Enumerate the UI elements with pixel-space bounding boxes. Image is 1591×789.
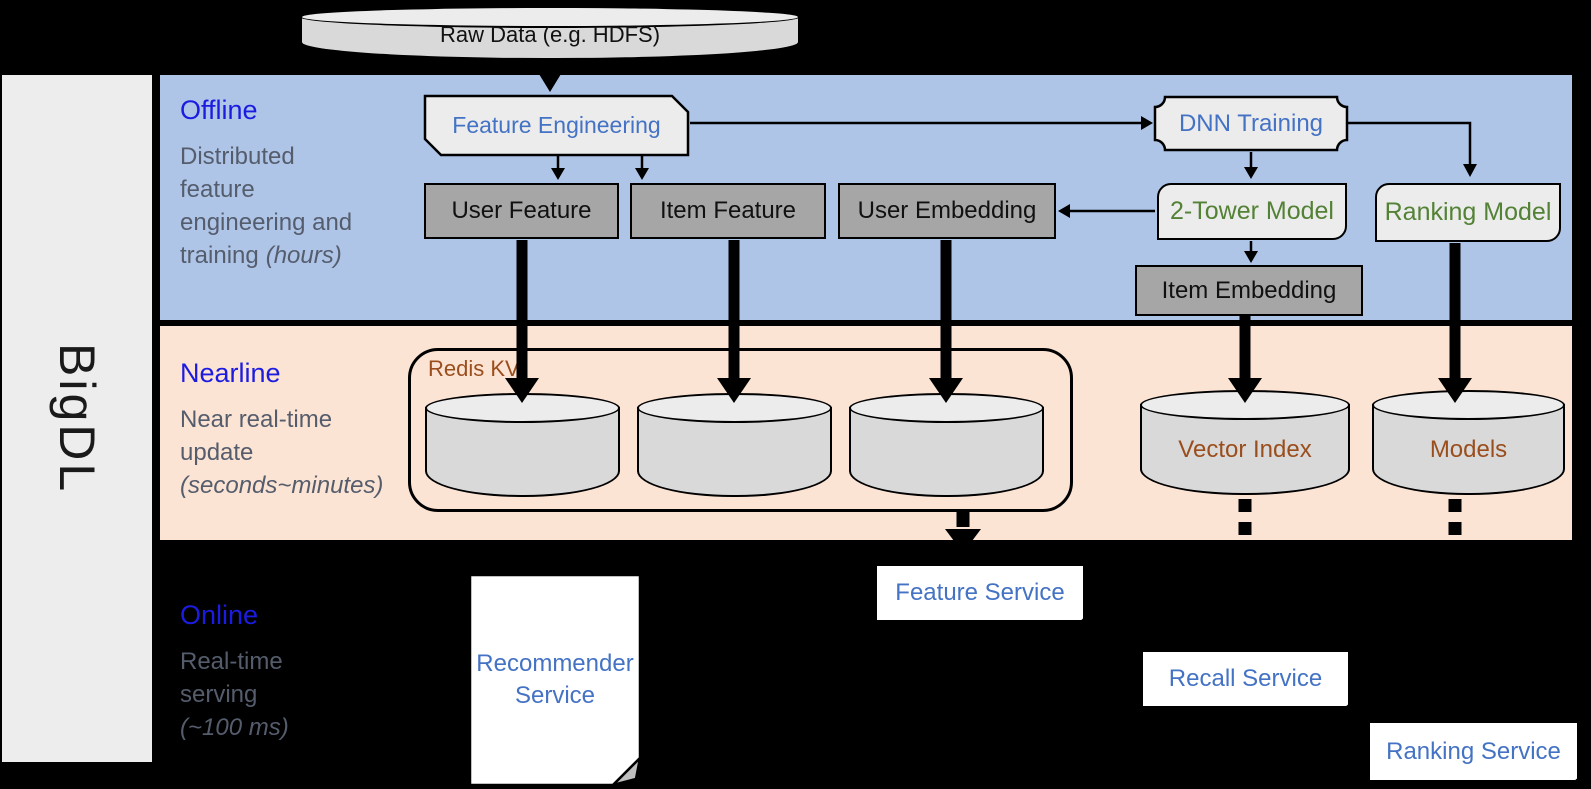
vector-index-cylinder: Vector Index (1140, 390, 1350, 495)
nearline-title: Nearline (180, 358, 281, 388)
user-embedding-box: User Embedding (838, 183, 1056, 239)
nearline-section-label: Nearline Near real-time update (seconds~… (180, 358, 440, 502)
feature-engineering-label: Feature Engineering (452, 112, 661, 138)
recall-service-box: Recall Service (1143, 652, 1351, 713)
models-cylinder: Models (1372, 390, 1565, 495)
feature-engineering-shape (423, 94, 690, 157)
online-title: Online (180, 600, 259, 630)
dnn-training-shape (1153, 95, 1349, 152)
bigdl-sidebar: BigDL (2, 75, 152, 762)
offline-title: Offline (180, 95, 258, 125)
brand-label: BigDL (49, 342, 105, 495)
vector-index-label: Vector Index (1178, 436, 1312, 464)
redis-cylinder-3 (849, 393, 1044, 497)
raw-data-label: Raw Data (e.g. HDFS) (439, 22, 661, 47)
user-feature-box: User Feature (424, 183, 619, 239)
offline-section-label: Offline Distributed feature engineering … (180, 95, 440, 272)
ranking-model-box: Ranking Model (1375, 183, 1561, 242)
document-fold-corner (611, 756, 642, 787)
online-section-label: Online Real-time serving (~100 ms) (180, 600, 440, 744)
item-embedding-box: Item Embedding (1135, 265, 1363, 316)
two-tower-model-box: 2-Tower Model (1157, 183, 1347, 240)
raw-data-cylinder: Raw Data (e.g. HDFS) (300, 6, 800, 60)
ranking-service-box: Ranking Service (1370, 723, 1580, 787)
redis-cylinder-1 (425, 393, 620, 497)
dnn-training-label: DNN Training (1178, 109, 1324, 137)
feature-service-box: Feature Service (877, 566, 1086, 627)
redis-kv-label: Redis KV (428, 356, 520, 381)
recommender-service-label: Recommender Service (476, 650, 634, 709)
item-feature-box: Item Feature (630, 183, 826, 239)
redis-cylinder-2 (637, 393, 832, 497)
redis-kv-container (408, 348, 1073, 512)
models-label: Models (1429, 436, 1508, 464)
